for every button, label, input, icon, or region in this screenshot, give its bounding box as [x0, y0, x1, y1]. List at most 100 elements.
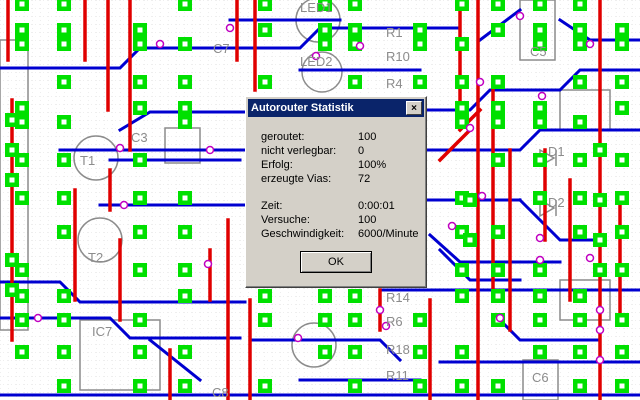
- via: [311, 51, 321, 61]
- component-label: C7: [213, 41, 230, 56]
- capacitor-outline: [522, 359, 559, 400]
- bottom-trace-7: [424, 128, 640, 152]
- pad: [455, 115, 469, 129]
- pad: [57, 75, 71, 89]
- pad: [178, 289, 192, 303]
- pad: [258, 23, 272, 37]
- via: [535, 255, 545, 265]
- pad: [455, 0, 469, 11]
- pad: [413, 345, 427, 359]
- pad: [615, 37, 629, 51]
- via: [355, 41, 365, 51]
- pad: [615, 263, 629, 277]
- pad: [455, 345, 469, 359]
- pad: [491, 23, 505, 37]
- pad: [573, 115, 587, 129]
- pad: [318, 37, 332, 51]
- pad: [348, 345, 362, 359]
- component-label: R1: [386, 25, 403, 40]
- component-label: R18: [386, 342, 410, 357]
- capacitor-outline: [519, 0, 556, 61]
- pad: [573, 23, 587, 37]
- pad: [348, 379, 362, 393]
- pad: [258, 75, 272, 89]
- via: [585, 39, 595, 49]
- autorouter-statistics-dialog: Autorouter Statistik × geroutet: 100 nic…: [245, 96, 427, 288]
- pad: [133, 225, 147, 239]
- pad: [573, 153, 587, 167]
- via: [293, 333, 303, 343]
- pad: [178, 0, 192, 11]
- ok-button[interactable]: OK: [300, 251, 372, 273]
- component-label: IC7: [92, 324, 112, 339]
- pad: [5, 283, 19, 297]
- pad: [413, 379, 427, 393]
- pad: [533, 0, 547, 11]
- pad: [573, 191, 587, 205]
- pad: [133, 313, 147, 327]
- pad: [15, 101, 29, 115]
- pad: [491, 101, 505, 115]
- pad: [413, 75, 427, 89]
- pad: [318, 289, 332, 303]
- via: [447, 221, 457, 231]
- bottom-trace-5: [0, 316, 242, 340]
- pad: [15, 23, 29, 37]
- pad: [178, 37, 192, 51]
- pad: [15, 0, 29, 11]
- pad: [318, 313, 332, 327]
- pad: [593, 263, 607, 277]
- stat-value: 100: [358, 131, 377, 143]
- pad: [573, 75, 587, 89]
- dialog-titlebar: Autorouter Statistik ×: [248, 99, 424, 117]
- via: [205, 145, 215, 155]
- pad: [615, 191, 629, 205]
- component-label: LED2: [300, 54, 333, 69]
- pad: [5, 143, 19, 157]
- via: [33, 313, 43, 323]
- pad: [57, 0, 71, 11]
- stat-label: Versuche:: [261, 214, 310, 226]
- top-trace-25: [437, 127, 473, 163]
- bottom-trace-10: [427, 232, 562, 264]
- component-label: R11: [386, 368, 409, 383]
- component-label: R6: [386, 314, 403, 329]
- pad: [491, 0, 505, 11]
- transistor-outline: [73, 135, 119, 181]
- component-label: T1: [80, 153, 95, 168]
- stat-label: geroutet:: [261, 131, 305, 143]
- component-label: C3: [131, 130, 148, 145]
- connector-outline: [0, 39, 29, 331]
- via: [119, 200, 129, 210]
- stat-label: Erfolg:: [261, 159, 293, 171]
- pad: [455, 263, 469, 277]
- pad: [318, 345, 332, 359]
- led-outline: [291, 322, 337, 368]
- pad: [57, 115, 71, 129]
- pad: [133, 75, 147, 89]
- close-button[interactable]: ×: [406, 101, 422, 115]
- pad: [593, 233, 607, 247]
- pad: [593, 143, 607, 157]
- pad: [5, 113, 19, 127]
- pad: [133, 379, 147, 393]
- stat-value: 72: [358, 173, 371, 185]
- pad: [573, 0, 587, 11]
- pad: [615, 23, 629, 37]
- via: [535, 233, 545, 243]
- pad: [491, 153, 505, 167]
- pad: [348, 75, 362, 89]
- pad: [133, 101, 147, 115]
- pad: [413, 313, 427, 327]
- pad: [413, 37, 427, 51]
- pad: [615, 153, 629, 167]
- pad: [15, 345, 29, 359]
- pad: [533, 37, 547, 51]
- pad: [258, 379, 272, 393]
- component-label: R10: [386, 49, 410, 64]
- component-label: T2: [88, 250, 103, 265]
- pad: [455, 101, 469, 115]
- component-label: C5: [530, 44, 547, 59]
- pad: [57, 225, 71, 239]
